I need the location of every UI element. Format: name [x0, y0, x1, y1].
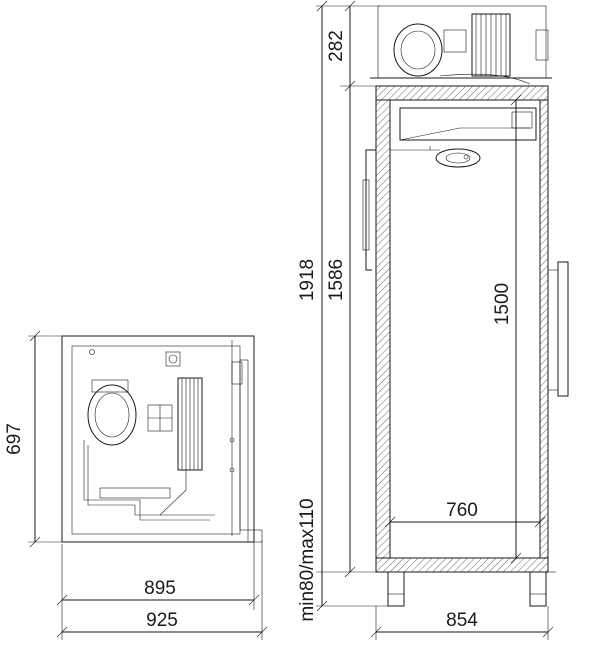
dim-895: 895: [144, 578, 176, 599]
compressor: [87, 384, 137, 446]
refrigeration-unit: [377, 5, 547, 79]
back-insulation: [375, 99, 391, 559]
bottom-insulation: [375, 557, 549, 573]
dim-1586: 1586: [326, 259, 347, 301]
top-view-hinge: [247, 529, 263, 543]
unit-compressor: [393, 23, 443, 77]
dim-854: 854: [446, 610, 478, 631]
top-view-outline: [61, 335, 255, 543]
top-insulation: [375, 85, 549, 101]
foot-front: [529, 571, 547, 607]
dim-925: 925: [146, 610, 178, 631]
dim-282: 282: [326, 30, 347, 62]
top-view: [61, 335, 263, 543]
dim-760: 760: [446, 500, 478, 521]
side-view: [362, 5, 569, 607]
dim-697: 697: [4, 423, 25, 455]
dim-1918: 1918: [297, 259, 318, 301]
foot-rear: [387, 571, 405, 607]
door-handle: [557, 261, 569, 397]
dim-1500: 1500: [492, 283, 513, 325]
door-insulation: [539, 99, 549, 559]
evaporator: [399, 107, 537, 141]
lamp: [435, 148, 481, 168]
drain-pipe: [365, 149, 376, 271]
side-view-dimensions: 1918 282 1586 min80/max110 1500 760 854: [297, 0, 554, 640]
top-view-inner: [71, 345, 241, 535]
top-view-door: [239, 359, 249, 531]
dim-feet: min80/max110: [297, 498, 318, 621]
top-view-dimensions: 697 895 925: [4, 330, 268, 640]
